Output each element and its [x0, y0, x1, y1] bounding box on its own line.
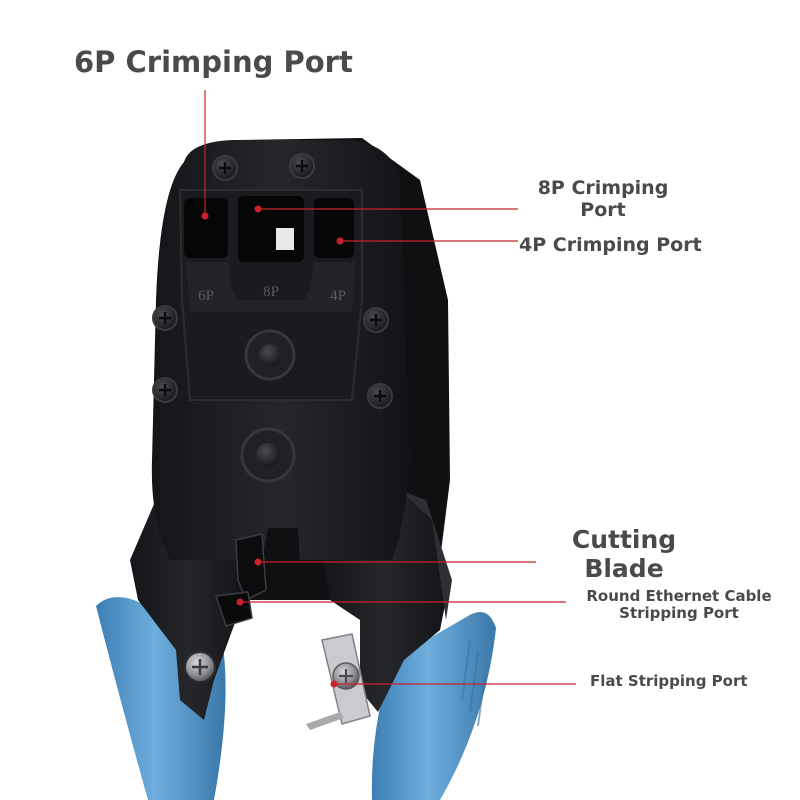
callout-flat-stripping-port: Flat Stripping Port — [590, 672, 748, 690]
left-jaw-screw-slot — [192, 659, 208, 675]
callout-cutting-line-1: Cutting — [571, 525, 677, 554]
head-screws — [152, 153, 393, 409]
callout-8p-line-1: 8P Crimping — [537, 177, 669, 199]
die-mark-8p: 8P — [263, 284, 279, 300]
right-jaw-edge — [400, 490, 452, 620]
callout-cutting-blade: Cutting Blade — [566, 525, 682, 584]
cavity-6p — [184, 198, 228, 258]
pivot-bolt-upper-core — [259, 344, 281, 366]
cavity-8p-light — [276, 228, 294, 250]
callout-6p-crimping-port: 6P Crimping Port — [74, 45, 353, 79]
callout-cutting-line-2: Blade — [584, 553, 664, 583]
callout-8p-line-2: Port — [580, 198, 626, 221]
cutting-blade — [235, 533, 267, 602]
callout-4p-crimping-port: 4P Crimping Port — [519, 234, 702, 256]
flat-strip-pin — [306, 712, 344, 730]
pivot-bolt-lower-core — [256, 443, 280, 467]
callout-dots — [201, 205, 344, 688]
callout-round-line-1: Round Ethernet Cable — [586, 587, 772, 605]
callout-round-stripping-port: Round Ethernet Cable Stripping Port — [584, 587, 774, 623]
callout-8p-crimping-port: 8P Crimping Port — [528, 177, 678, 222]
cavity-4p — [314, 198, 354, 258]
die-mark-4p: 4P — [330, 288, 346, 304]
cavity-8p — [238, 196, 304, 262]
callout-lines — [204, 90, 576, 685]
right-handle-ribs — [461, 639, 487, 727]
flat-strip-screw-slot — [339, 669, 353, 683]
die-mark-6p: 6P — [198, 288, 214, 304]
callout-round-line-2: Stripping Port — [619, 604, 739, 623]
die-teeth — [186, 262, 356, 312]
